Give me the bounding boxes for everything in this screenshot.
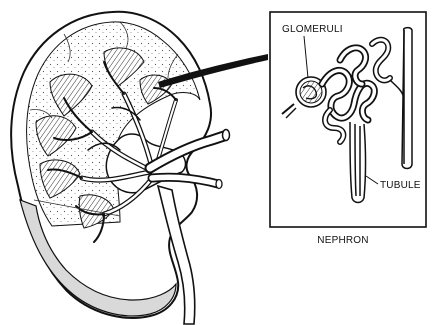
tubule-label: TUBULE	[380, 180, 421, 191]
nephron-panel: GLOMERULI TUBULE	[270, 12, 426, 227]
kidney	[11, 12, 229, 324]
nephron-caption: NEPHRON	[317, 235, 368, 246]
glomeruli-label: GLOMERULI	[282, 24, 343, 35]
